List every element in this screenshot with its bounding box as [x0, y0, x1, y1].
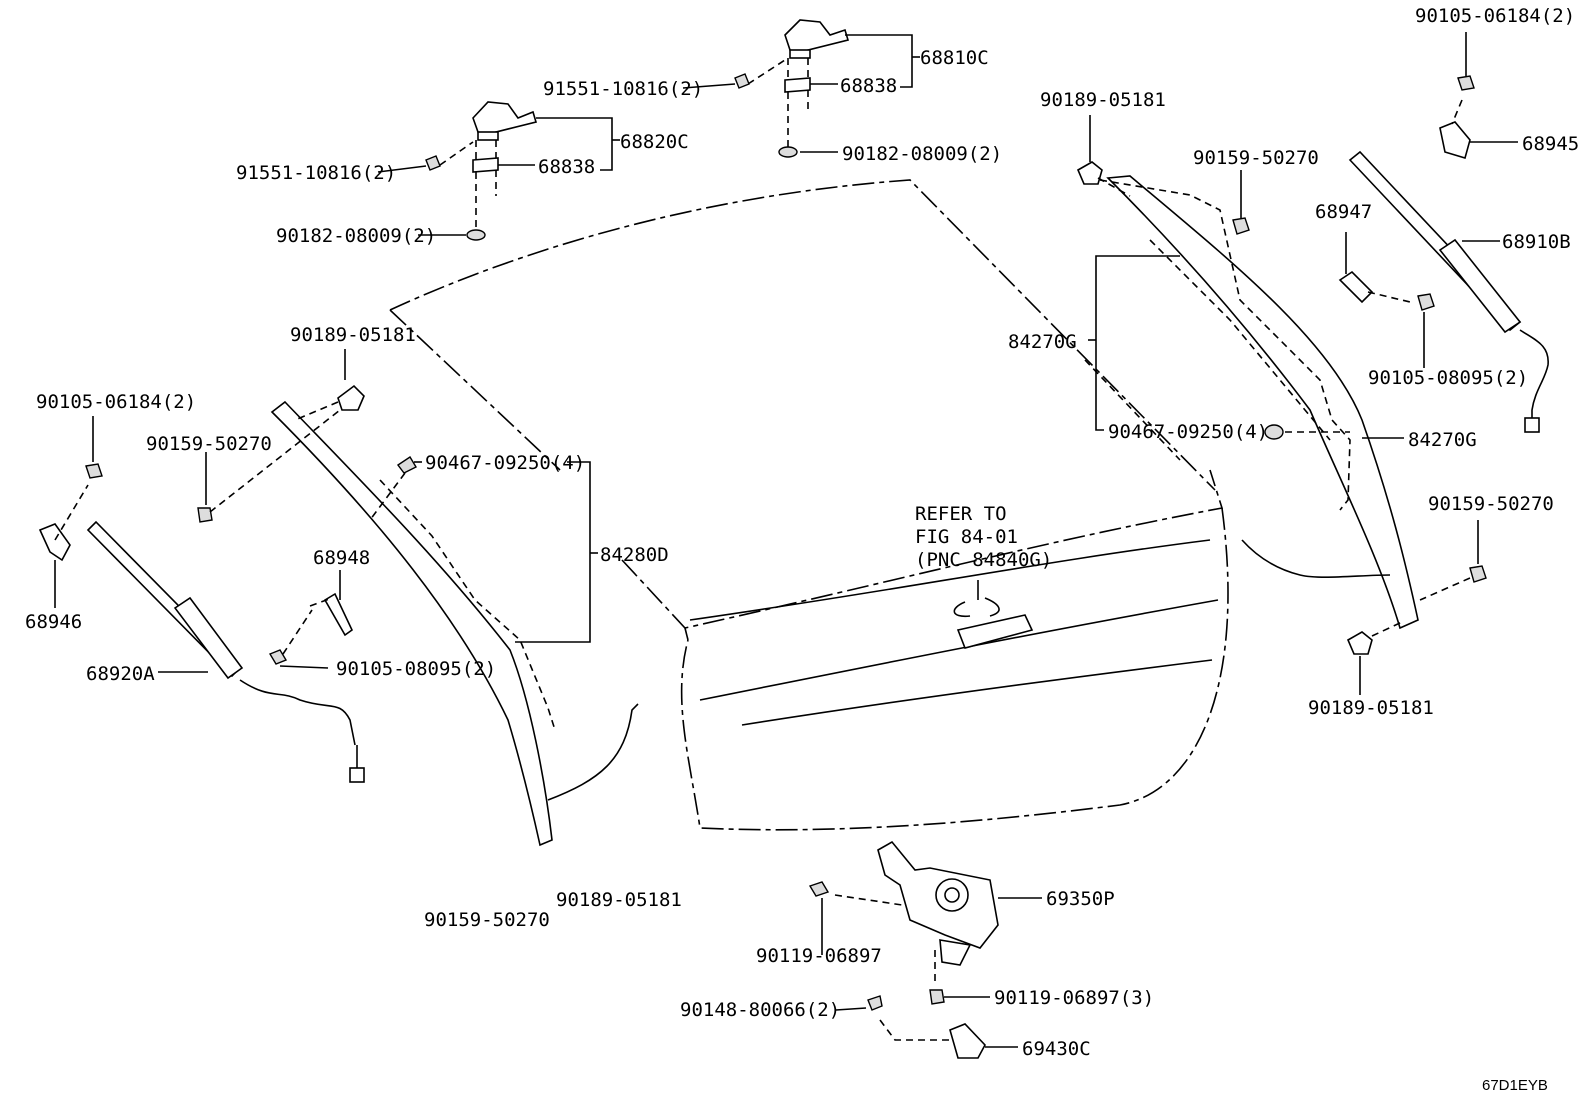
left-strut-68920a — [38, 416, 365, 783]
label-refer-line2: FIG 84-01 — [915, 526, 1018, 548]
label-68945[interactable]: 68945 — [1522, 133, 1579, 155]
label-90467-09250-r[interactable]: 90467-09250(4) — [1108, 421, 1268, 443]
label-90105-08095-l[interactable]: 90105-08095(2) — [336, 658, 496, 680]
hinge-68810c — [682, 19, 920, 158]
label-68920a[interactable]: 68920A — [86, 663, 155, 685]
label-68820c[interactable]: 68820C — [620, 131, 689, 153]
label-90105-08095-r[interactable]: 90105-08095(2) — [1368, 367, 1528, 389]
diagram-code: 67D1EYB — [1482, 1077, 1548, 1094]
label-90159-50270-r[interactable]: 90159-50270 — [1428, 493, 1554, 515]
right-strut-68910b — [1338, 32, 1549, 433]
label-90105-06184-tr[interactable]: 90105-06184(2) — [1415, 5, 1575, 27]
label-68910b[interactable]: 68910B — [1502, 231, 1571, 253]
label-90189-05181-bl[interactable]: 90189-05181 — [556, 889, 682, 911]
label-90189-05181-l[interactable]: 90189-05181 — [290, 324, 416, 346]
label-69430c[interactable]: 69430C — [1022, 1038, 1091, 1060]
label-84270g-b[interactable]: 84270G — [1408, 429, 1477, 451]
right-trim-84270g — [1076, 115, 1487, 695]
label-90159-50270-tr[interactable]: 90159-50270 — [1193, 147, 1319, 169]
left-trim-84280d — [197, 349, 639, 847]
label-90119-06897-3[interactable]: 90119-06897(3) — [994, 987, 1154, 1009]
label-69350p[interactable]: 69350P — [1046, 888, 1115, 910]
label-84280d[interactable]: 84280D — [600, 544, 669, 566]
handle-84840g — [953, 580, 1034, 649]
label-90182-08009-b[interactable]: 90182-08009(2) — [276, 225, 436, 247]
label-90105-06184-l[interactable]: 90105-06184(2) — [36, 391, 196, 413]
hinge-68820c — [377, 101, 620, 241]
label-90189-05181-r[interactable]: 90189-05181 — [1308, 697, 1434, 719]
label-90148-80066[interactable]: 90148-80066(2) — [680, 999, 840, 1021]
label-91551-10816-b[interactable]: 91551-10816(2) — [236, 162, 396, 184]
label-68947[interactable]: 68947 — [1315, 201, 1372, 223]
label-68810c[interactable]: 68810C — [920, 47, 989, 69]
label-68946[interactable]: 68946 — [25, 611, 82, 633]
part-labels: 90105-06184(2) 68945 68910B 68947 90105-… — [25, 5, 1579, 1094]
label-68838-b[interactable]: 68838 — [538, 156, 595, 178]
label-refer-line1: REFER TO — [915, 503, 1007, 525]
label-68948[interactable]: 68948 — [313, 547, 370, 569]
label-refer-line3[interactable]: (PNC 84840G) — [915, 549, 1052, 571]
label-90189-05181-tr[interactable]: 90189-05181 — [1040, 89, 1166, 111]
label-90467-09250-l[interactable]: 90467-09250(4) — [425, 452, 585, 474]
label-91551-10816-a[interactable]: 91551-10816(2) — [543, 78, 703, 100]
label-90159-50270-l[interactable]: 90159-50270 — [146, 433, 272, 455]
label-90182-08009-a[interactable]: 90182-08009(2) — [842, 143, 1002, 165]
label-68838-a[interactable]: 68838 — [840, 75, 897, 97]
label-90119-06897[interactable]: 90119-06897 — [756, 945, 882, 967]
label-84270g-a[interactable]: 84270G — [1008, 331, 1077, 353]
label-90159-50270-bl[interactable]: 90159-50270 — [424, 909, 550, 931]
lock-assembly-69350p — [808, 840, 1042, 1059]
